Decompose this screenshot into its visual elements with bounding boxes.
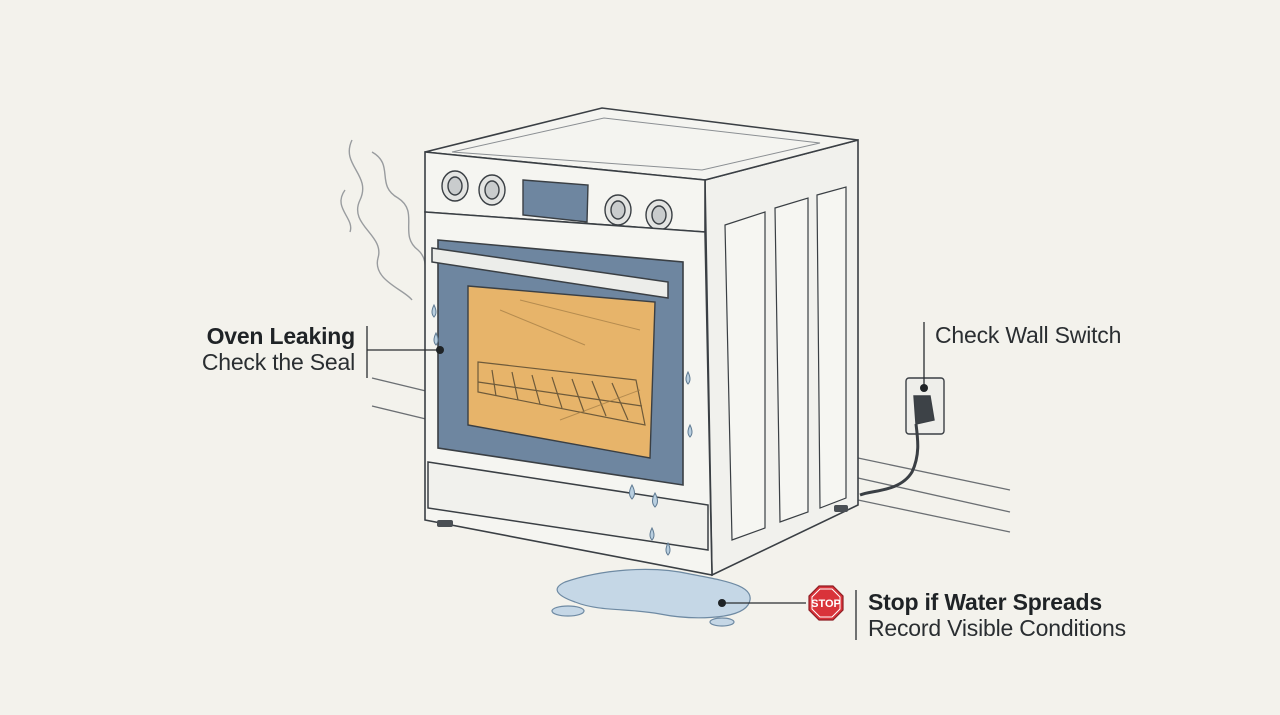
water-puddle-icon xyxy=(551,568,751,627)
door-handle xyxy=(431,247,669,299)
room-lines xyxy=(371,377,1011,533)
stop-sign-text: STOP xyxy=(811,598,841,610)
water-callout-subtitle: Record Visible Conditions xyxy=(868,615,1126,642)
leak-callout-title: Oven Leaking xyxy=(206,323,356,349)
leak-callout-subtitle: Check the Seal xyxy=(201,349,355,376)
knob-icon xyxy=(441,170,673,231)
water-callout-title: Stop if Water Spreads xyxy=(868,589,1102,615)
stop-sign-icon: STOP xyxy=(808,585,844,621)
switch-callout-title: Check Wall Switch xyxy=(935,322,1122,348)
leak-callout: Oven Leaking Check the Seal xyxy=(202,323,355,376)
bottom-drawer xyxy=(427,461,709,551)
water-callout: Stop if Water Spreads Record Visible Con… xyxy=(868,589,1126,642)
wall-outlet-icon xyxy=(859,377,945,497)
water-drops-icon xyxy=(431,303,693,556)
connector-dots xyxy=(436,346,928,607)
display-panel xyxy=(522,179,589,223)
oven-rack xyxy=(477,361,646,426)
connector-lines xyxy=(366,322,925,640)
